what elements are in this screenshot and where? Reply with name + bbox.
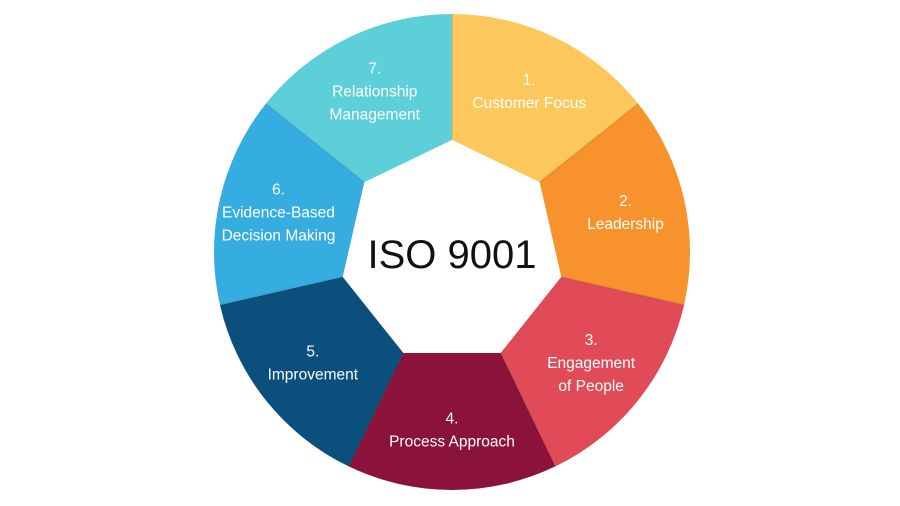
center-hub [342,140,562,353]
segment-divider [538,102,639,183]
segment-number: 3. [585,332,598,349]
segment-number: 5. [306,343,319,360]
segment-3 [500,276,685,467]
segment-text-line: Evidence-Based [222,204,335,221]
segment-text-line: Engagement [547,355,636,372]
segment-number: 6. [272,181,285,198]
segment-label-3: 3. Engagement of People [547,332,636,395]
segment-6 [213,103,365,305]
segment-number: 7. [368,61,381,78]
segment-number: 1. [523,72,536,89]
segment-label-5: 5. Improvement [268,343,359,383]
labels-group: 1. Customer Focus 2. Leadership 3. Engagement… [222,61,664,451]
segment-1 [452,14,639,183]
center-title: ISO 9001 [367,233,536,277]
segment-label-4: 4. Process Approach [389,411,515,451]
segment-7 [265,14,452,183]
segment-divider [499,352,557,467]
segment-label-1: 1. Customer Focus [472,72,586,112]
segment-text-line: Relationship [332,84,417,101]
segment-text-line: Management [330,107,421,124]
segment-text-line: Leadership [587,216,664,233]
segment-5 [219,276,404,467]
segment-divider [265,102,366,183]
segment-text-line: Improvement [268,366,359,383]
segment-number: 4. [446,411,459,428]
segments-group [213,14,690,490]
segment-divider [560,275,685,306]
segment-text-line: of People [558,378,624,395]
segment-2 [539,103,690,305]
segment-number: 2. [619,193,632,210]
segment-divider [347,352,405,467]
segment-text-line: Decision Making [222,227,336,244]
segment-text-line: Process Approach [389,434,515,451]
segment-text-line: Customer Focus [472,95,586,112]
segment-divider [219,275,344,306]
segment-label-2: 2. Leadership [587,193,664,233]
segment-4 [348,352,556,490]
